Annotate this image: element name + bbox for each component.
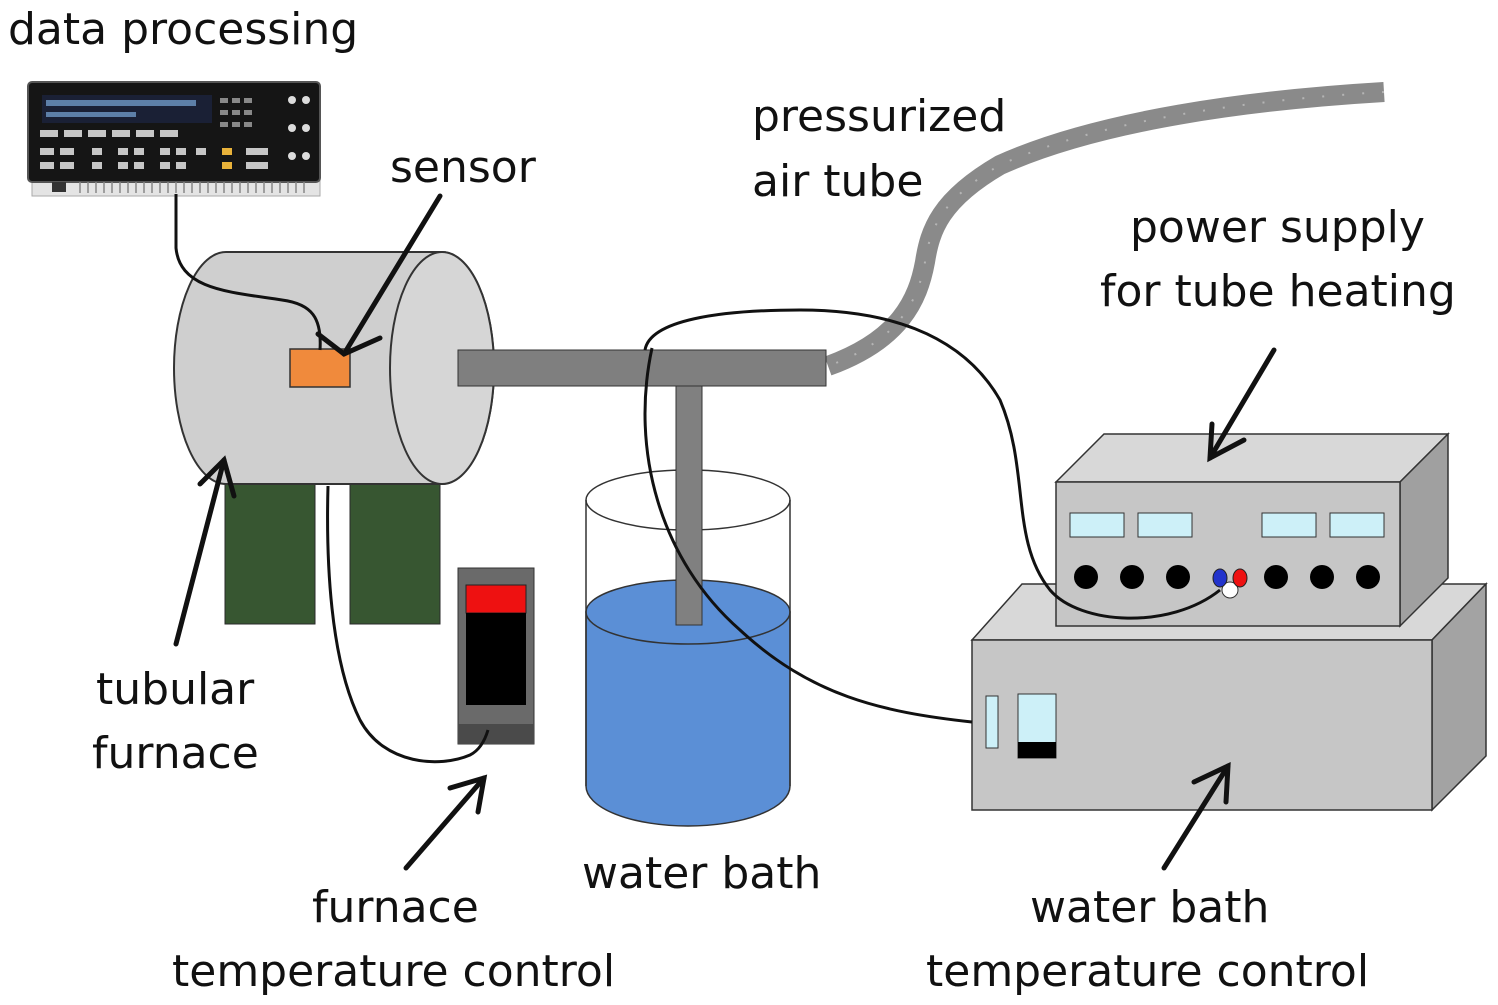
label-sensor: sensor [390,142,536,193]
heating-cable [643,308,1221,620]
furnace-temperature-controller [457,567,535,745]
water-bath-beaker [585,469,791,827]
power-supply-arrow [1207,347,1277,461]
furnace-leg-left [224,457,316,625]
label-for-tube-heating: for tube heating [1100,266,1456,317]
data-logger-instrument-icon [27,81,321,197]
label-water-bath: water bath [582,848,822,899]
power-supply [1054,432,1450,628]
furnace-leg-right [349,457,441,625]
water-bath-control-arrow [1161,763,1231,871]
label-data-processing: data processing [8,4,359,55]
label-power-supply: power supply [1130,202,1425,253]
label-furnace-control-line2: temperature control [172,946,616,997]
pressurized-air-hose [824,82,1385,376]
label-tubular: tubular [96,664,255,715]
label-air-tube: air tube [752,156,924,207]
label-pressurized: pressurized [752,91,1007,142]
data-cable [174,194,322,351]
furnace-control-cable [326,485,490,764]
label-water-bath-control-line2: temperature control [926,946,1370,997]
sensor-block [289,348,351,388]
sensor-arrow [341,193,443,357]
label-furnace-control-line1: furnace [312,882,479,933]
immersion-tube [675,384,703,626]
tubular-furnace-arrow [173,457,227,647]
label-water-bath-control-line1: water bath [1030,882,1270,933]
furnace-control-arrow [403,775,487,871]
water-bath-cable [643,347,973,724]
label-furnace: furnace [92,728,259,779]
horizontal-tube [457,349,827,387]
